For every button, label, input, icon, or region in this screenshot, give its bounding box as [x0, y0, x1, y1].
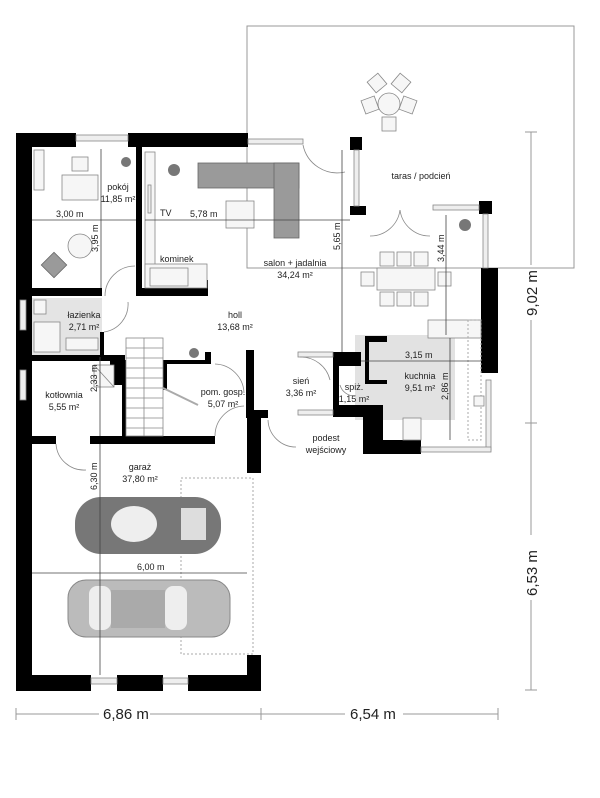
kitchen-counters	[402, 319, 485, 441]
terrace-table	[360, 72, 418, 132]
bathroom-fixtures	[33, 299, 99, 353]
room-name-kotlownia: kotłownia	[45, 390, 83, 400]
dim-outer-right-bottom: 6,53 m	[524, 550, 541, 596]
dim-pokoj-width: 3,00 m	[56, 209, 84, 219]
dimension-lines	[32, 149, 481, 675]
living-room-furniture	[144, 151, 300, 289]
room-name-pokoj: pokój	[107, 182, 129, 192]
dining-table	[360, 251, 452, 307]
room-area-kotlownia: 5,55 m²	[49, 402, 80, 412]
dim-dining-height: 3,44 m	[436, 234, 446, 262]
label-kominek: kominek	[160, 254, 194, 264]
dim-garage-width: 6,00 m	[137, 562, 165, 572]
dim-kitchen-width: 3,15 m	[405, 350, 433, 360]
room-area-salon: 34,24 m²	[277, 270, 313, 280]
room-area-pom-gosp: 5,07 m²	[208, 399, 239, 409]
plant-icons	[121, 157, 471, 358]
room-name-lazienka: łazienka	[67, 310, 100, 320]
doors	[55, 144, 431, 471]
dim-garage-height: 6,30 m	[89, 462, 99, 490]
room-area-pokoj: 11,85 m²	[101, 194, 136, 204]
room-name-holl: holl	[228, 310, 242, 320]
room-name-spiz: spiż.	[345, 382, 364, 392]
car-top	[75, 497, 221, 554]
room-name-podest-2: wejściowy	[305, 445, 347, 455]
label-tv: TV	[160, 208, 172, 218]
room-area-garaz: 37,80 m²	[122, 474, 158, 484]
dim-outer-right-top: 9,02 m	[524, 270, 541, 316]
dim-salon-height: 5,65 m	[332, 222, 342, 250]
outer-dimensions	[15, 131, 537, 720]
room-area-kuchnia: 9,51 m²	[405, 383, 436, 393]
parking-area	[180, 477, 254, 655]
room-name-pom-gosp: pom. gosp.	[201, 387, 246, 397]
room-area-sien: 3,36 m²	[286, 388, 317, 398]
room-name-taras: taras / podcień	[391, 171, 450, 181]
boiler	[93, 364, 115, 388]
room-area-holl: 13,68 m²	[217, 322, 253, 332]
bedroom-furniture	[33, 149, 99, 279]
dim-outer-bottom-right: 6,54 m	[350, 706, 396, 723]
car-bottom	[67, 579, 231, 638]
dim-salon-width: 5,78 m	[190, 209, 218, 219]
dim-outer-bottom-left: 6,86 m	[103, 706, 149, 723]
dim-kitchen-height: 2,86 m	[440, 372, 450, 400]
staircase	[125, 337, 199, 437]
room-name-podest: podest	[312, 433, 340, 443]
dim-pokoj-height: 3,95 m	[90, 224, 100, 252]
room-name-garaz: garaż	[129, 462, 152, 472]
dim-kotlownia-height: 2,33 m	[89, 364, 99, 392]
room-area-spiz: 1,15 m²	[339, 394, 370, 404]
room-name-kuchnia: kuchnia	[404, 371, 435, 381]
room-name-sien: sień	[293, 376, 310, 386]
windows	[19, 134, 492, 685]
room-name-salon: salon + jadalnia	[264, 258, 327, 268]
room-area-lazienka: 2,71 m²	[69, 322, 100, 332]
